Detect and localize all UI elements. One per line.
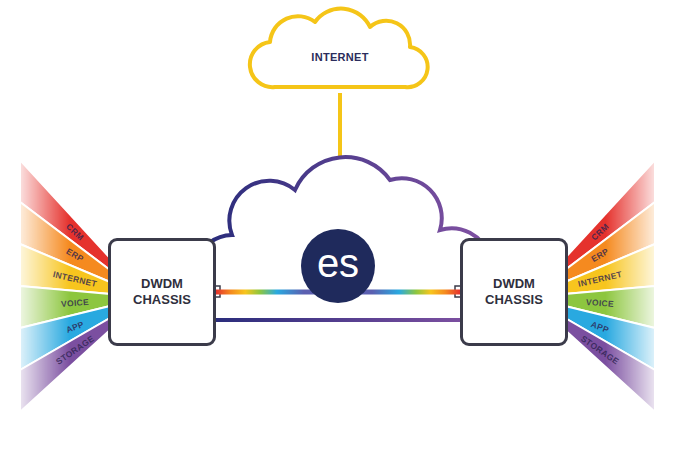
fan-band — [20, 318, 110, 412]
node-label: es — [317, 243, 359, 289]
circle-fill — [301, 229, 375, 303]
text-holder: es — [300, 228, 376, 304]
left-fan — [20, 160, 110, 412]
chassis-box: DWDM CHASSIS — [108, 238, 216, 346]
network-link — [216, 318, 460, 322]
logo-circle: es — [300, 228, 376, 304]
cloud-outline — [245, 5, 435, 95]
fan-band — [565, 318, 655, 412]
cloud-path — [250, 9, 428, 88]
node-label: DWDM CHASSIS — [127, 276, 197, 308]
text-holder: DWDM CHASSIS — [463, 241, 565, 343]
chassis-box: DWDM CHASSIS — [460, 238, 568, 346]
text-holder: INTERNET — [245, 5, 435, 95]
uplink-wire — [338, 93, 342, 162]
network-cloud — [194, 157, 490, 305]
text-holder: DWDM CHASSIS — [111, 241, 213, 343]
node-label: INTERNET — [311, 37, 368, 63]
service-label: VOICE — [586, 297, 615, 309]
internet-cloud: INTERNET — [245, 5, 435, 95]
right-fan — [565, 160, 655, 412]
node-label: DWDM CHASSIS — [479, 276, 549, 308]
